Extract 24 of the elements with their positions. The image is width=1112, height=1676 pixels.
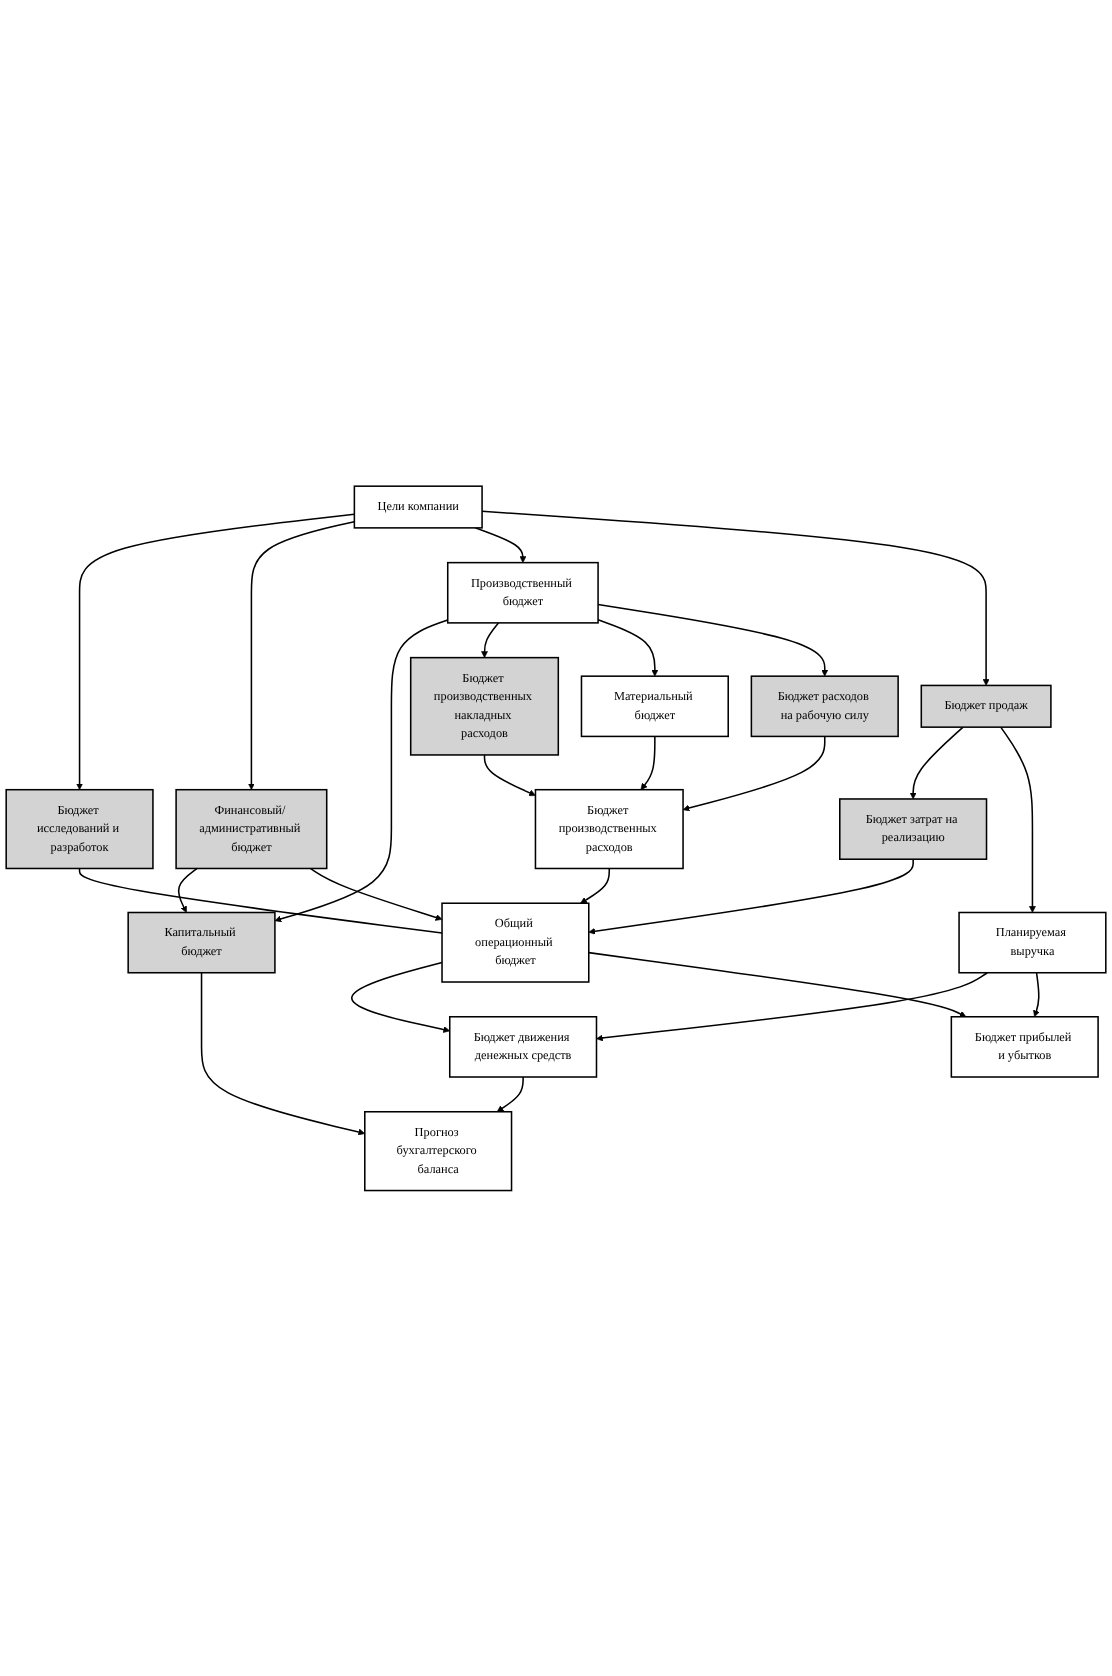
arrow [248,520,356,790]
arrow [274,618,449,922]
arrow [76,513,356,790]
arrow [481,621,500,658]
arrow [481,510,990,686]
arrow [351,961,451,1033]
arrow [177,867,198,913]
arrow [309,867,443,921]
arrow [682,735,826,811]
arrow [496,1075,524,1112]
connector [78,867,443,934]
arrow [640,735,656,790]
arrow [588,858,914,935]
arrow [597,603,829,677]
arrow [200,971,366,1136]
arrow [474,526,527,563]
arrow [588,951,967,1017]
arrow [909,726,964,799]
arrow [580,867,611,904]
arrow [597,618,659,677]
arrow [1033,971,1040,1017]
arrow [483,753,536,796]
arrow [999,726,1036,913]
arrow [596,971,989,1041]
